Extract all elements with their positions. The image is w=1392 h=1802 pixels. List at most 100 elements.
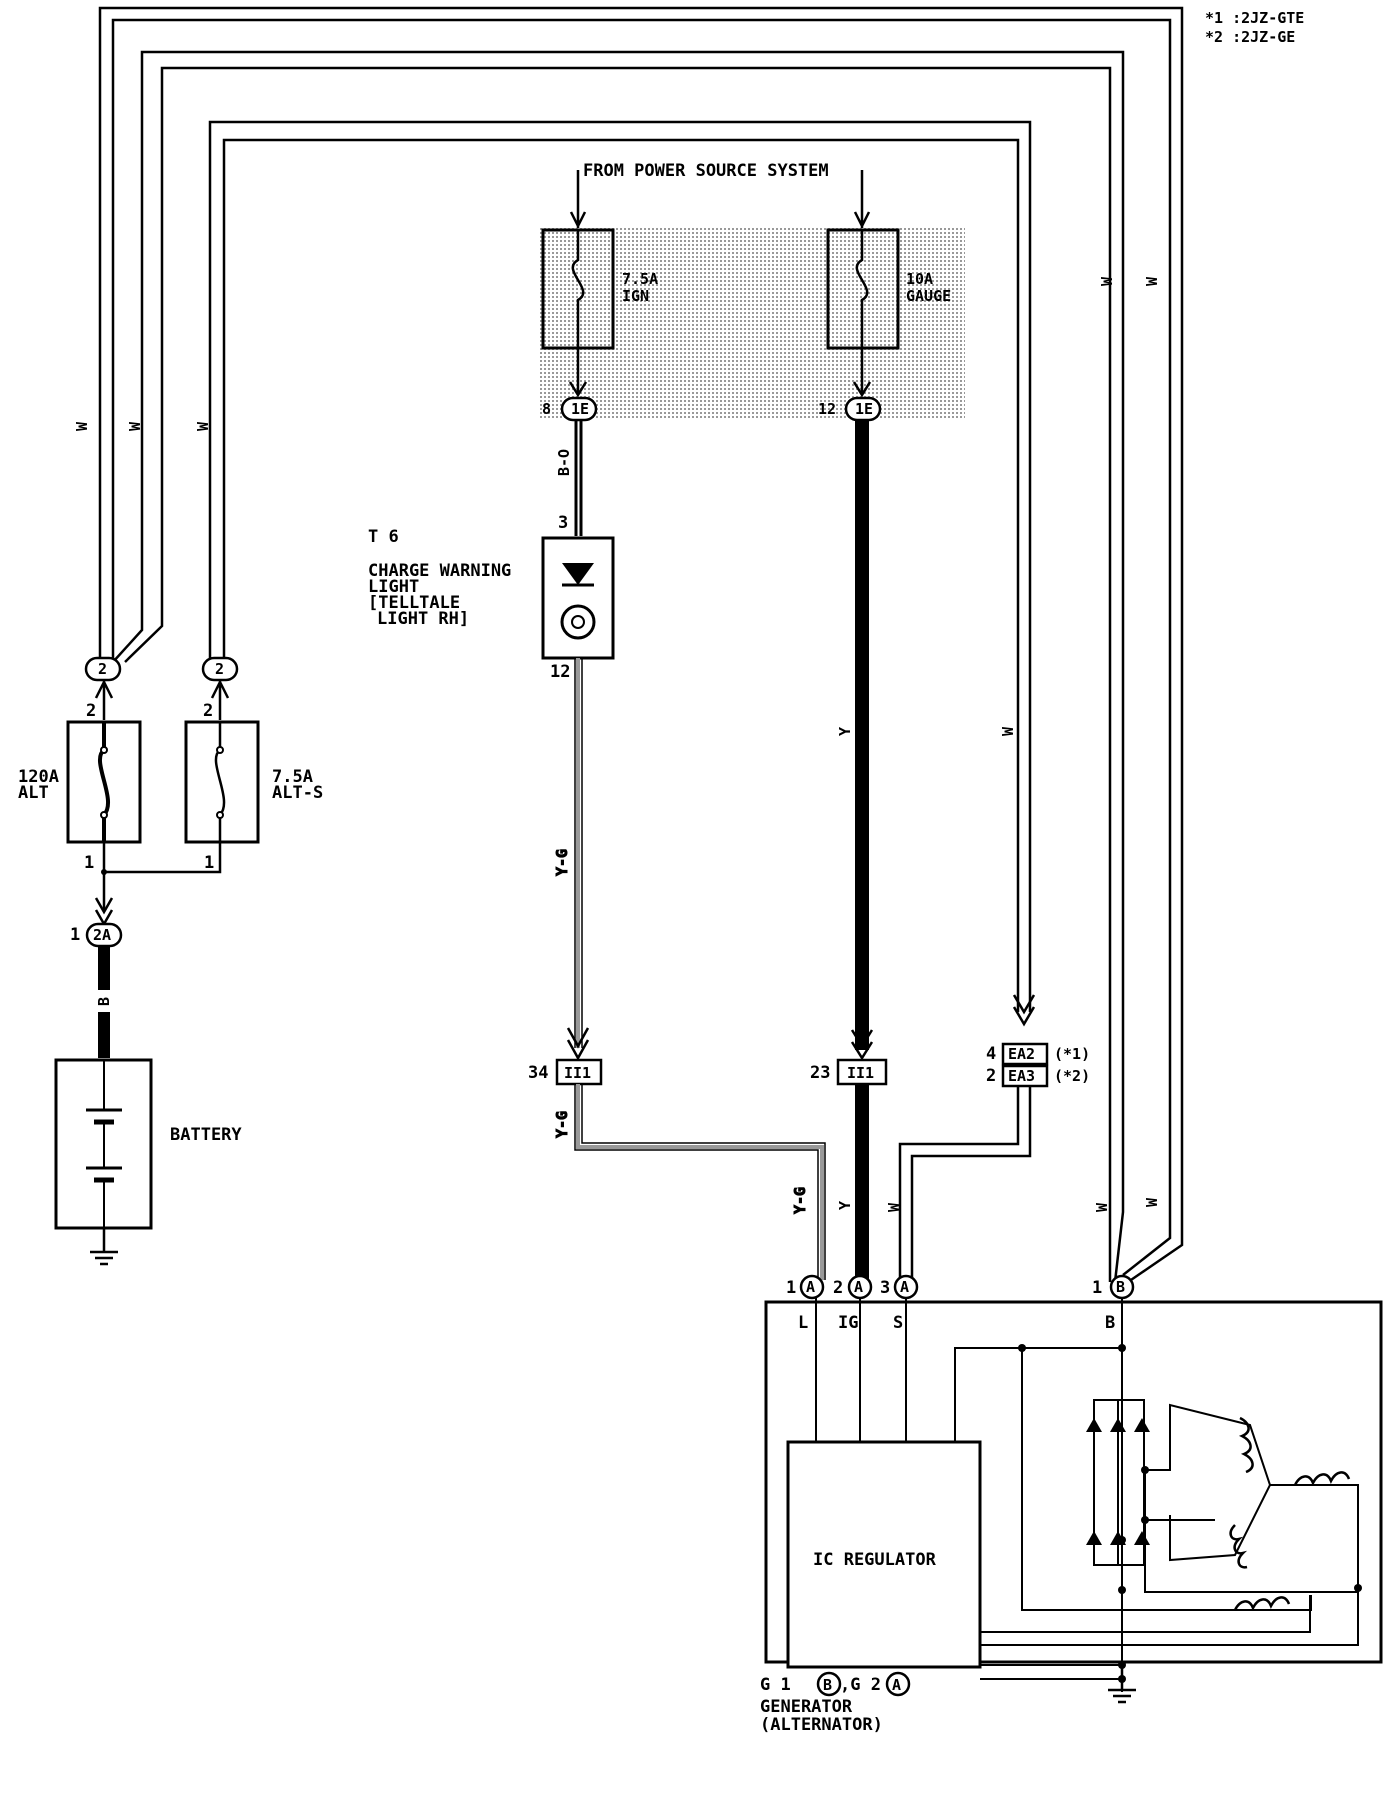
svg-text:GENERATOR: GENERATOR	[760, 1697, 853, 1717]
connector-ea2-ea3: EA2 EA3 4 2 (*1) (*2)	[898, 994, 1090, 1280]
svg-text:1: 1	[1092, 1278, 1102, 1298]
battery-ground-icon	[90, 1228, 118, 1266]
svg-text:120A: 120A	[18, 767, 59, 787]
svg-text:L: L	[798, 1313, 808, 1333]
svg-text:2: 2	[833, 1278, 843, 1298]
svg-text:T 6: T 6	[368, 527, 399, 547]
svg-text:3: 3	[880, 1278, 890, 1298]
svg-text:2: 2	[86, 701, 96, 721]
svg-text:W: W	[885, 1202, 903, 1212]
alt-fuse-120a: 120A ALT	[18, 720, 142, 844]
svg-text:(*1): (*1)	[1054, 1045, 1090, 1063]
svg-text:3: 3	[558, 513, 568, 533]
svg-text:2: 2	[986, 1066, 996, 1086]
svg-text:G 1: G 1	[760, 1675, 791, 1695]
svg-text:EA3: EA3	[1008, 1067, 1035, 1085]
svg-text:ALT-S: ALT-S	[272, 783, 323, 803]
svg-text:B-O: B-O	[555, 449, 573, 476]
svg-text:B: B	[1105, 1313, 1115, 1333]
power-source-label: FROM POWER SOURCE SYSTEM	[583, 161, 829, 181]
generator-terminals: A 1 A 2 A 3 B 1	[786, 1274, 1135, 1300]
legend-note-1: *1 :2JZ-GTE	[1205, 9, 1304, 27]
svg-text:2: 2	[203, 701, 213, 721]
svg-text:Y: Y	[836, 727, 854, 736]
svg-text:W: W	[1143, 1197, 1161, 1207]
svg-text:2: 2	[98, 660, 107, 678]
generator-ground-icon	[1108, 1662, 1136, 1704]
generator-box: L IG S B	[764, 1298, 1383, 1692]
battery-label: BATTERY	[170, 1125, 242, 1145]
connector-1e-gauge: 1E 12	[818, 348, 882, 422]
svg-text:1: 1	[70, 925, 80, 945]
svg-text:(*2): (*2)	[1054, 1067, 1090, 1085]
generator-label: G 1 B ,G 2 A GENERATOR (ALTERNATOR)	[760, 1671, 911, 1735]
ic-regulator	[786, 1440, 982, 1669]
battery: B BATTERY	[54, 946, 242, 1266]
svg-text:B: B	[1116, 1278, 1125, 1296]
svg-text:12: 12	[818, 400, 836, 418]
svg-text:1E: 1E	[855, 400, 873, 418]
svg-text:CHARGE WARNING: CHARGE WARNING	[368, 561, 511, 581]
svg-text:34: 34	[528, 1063, 548, 1083]
alts-fuse-7-5a: 7.5A ALT-S	[184, 720, 323, 844]
svg-text:1: 1	[204, 853, 214, 873]
yg-wire: Y-G	[553, 658, 590, 1061]
svg-text:Y-G: Y-G	[553, 1111, 571, 1138]
svg-text:W: W	[1143, 276, 1161, 286]
svg-text:Y-G: Y-G	[791, 1187, 809, 1214]
connector-1e-ign: 1E 8	[542, 348, 598, 422]
svg-text:1: 1	[84, 853, 94, 873]
svg-text:IG: IG	[838, 1313, 858, 1333]
gauge-fuse-name: GAUGE	[906, 287, 951, 305]
svg-text:2: 2	[215, 660, 224, 678]
rotor-coil	[1233, 1596, 1291, 1612]
svg-text:A: A	[892, 1676, 901, 1694]
bo-wire: B-O 3	[555, 420, 583, 536]
ign-fuse: 7.5A IGN	[541, 228, 658, 350]
svg-text:W: W	[73, 421, 91, 431]
ign-fuse-name: IGN	[622, 287, 649, 305]
ic-regulator-label: IC REGULATOR	[813, 1550, 937, 1570]
svg-text:ALT: ALT	[18, 783, 49, 803]
svg-text:W: W	[126, 421, 144, 431]
gauge-fuse-rating: 10A	[906, 270, 933, 288]
alt-fuse-connectors: 2 2 2 2	[84, 656, 239, 721]
svg-text:S: S	[893, 1313, 903, 1333]
svg-text:LIGHT: LIGHT	[368, 577, 419, 597]
ign-fuse-rating: 7.5A	[622, 270, 658, 288]
svg-text:(ALTERNATOR): (ALTERNATOR)	[760, 1715, 883, 1735]
stator-coils	[1229, 1416, 1351, 1612]
svg-text:1: 1	[786, 1278, 796, 1298]
alt-fuse-bottom-wiring: 1 1 2A 1	[70, 842, 222, 948]
power-arrows	[569, 170, 871, 229]
svg-text:W: W	[1098, 276, 1116, 286]
connector-ii1-left: II1 34	[528, 1058, 603, 1086]
svg-text:W: W	[194, 421, 212, 431]
svg-text:12: 12	[550, 662, 570, 682]
svg-text:8: 8	[542, 400, 551, 418]
svg-text:LIGHT RH]: LIGHT RH]	[377, 609, 469, 629]
svg-text:A: A	[900, 1278, 909, 1296]
svg-text:1E: 1E	[571, 400, 589, 418]
y-wire: II1 23 Y Y	[810, 420, 888, 1280]
svg-text:A: A	[806, 1278, 815, 1296]
rectifier-diodes	[1086, 1418, 1150, 1545]
svg-text:W: W	[1093, 1202, 1111, 1212]
svg-text:[TELLTALE: [TELLTALE	[368, 593, 460, 613]
svg-text:B: B	[823, 1676, 832, 1694]
svg-text:Y: Y	[836, 1201, 854, 1210]
svg-text:W: W	[999, 726, 1017, 736]
battery-connector: 2A	[93, 926, 111, 944]
svg-text:EA2: EA2	[1008, 1045, 1035, 1063]
svg-text:Y-G: Y-G	[553, 849, 571, 876]
svg-text:23: 23	[810, 1063, 830, 1083]
w-wire-outer-loops	[98, 6, 1184, 1284]
yg-wire-lower: Y-G Y-G	[553, 1084, 826, 1280]
w-labels: W W W W W W W W W	[73, 276, 1161, 1212]
svg-text:7.5A: 7.5A	[272, 767, 313, 787]
svg-text:4: 4	[986, 1044, 996, 1064]
svg-text:II1: II1	[564, 1064, 591, 1082]
svg-text:B: B	[95, 997, 113, 1006]
svg-text:,G 2: ,G 2	[840, 1675, 881, 1695]
